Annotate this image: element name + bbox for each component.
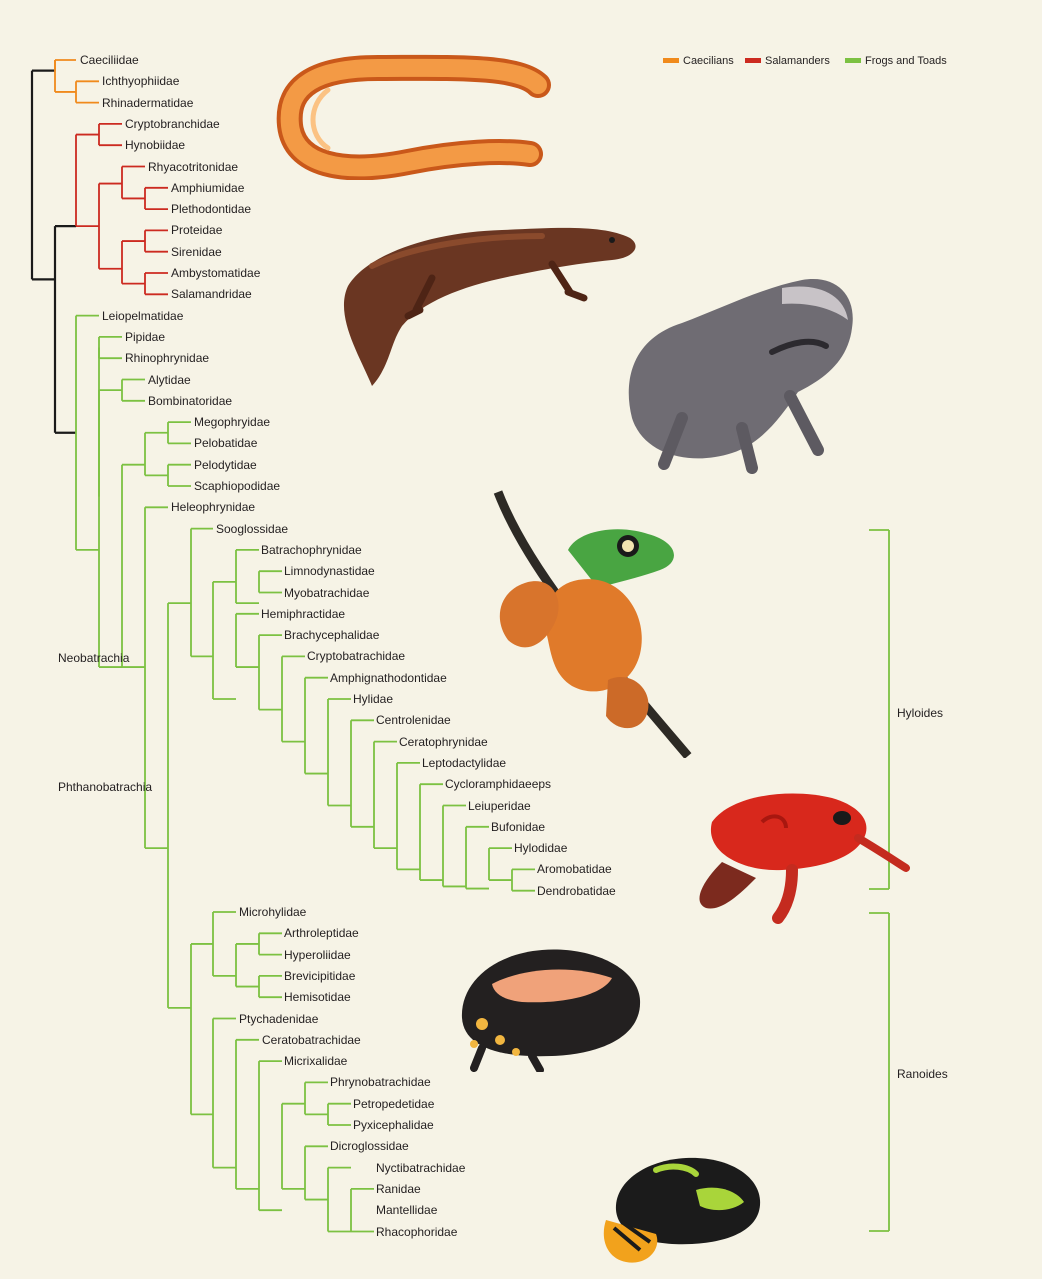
mantella-illustration: [596, 1150, 764, 1270]
taxon-label: Salamandridae: [171, 287, 252, 301]
taxon-label: Caeciliidae: [80, 53, 139, 67]
taxon-label: Rhinophrynidae: [125, 351, 209, 365]
rain-frog-illustration: [452, 944, 646, 1072]
group-label-hyloides: Hyloides: [897, 706, 943, 720]
taxon-label: Myobatrachidae: [284, 586, 369, 600]
taxon-label: Brachycephalidae: [284, 628, 379, 642]
tree-frog-illustration: [468, 490, 700, 758]
taxon-label: Leiuperidae: [468, 799, 531, 813]
taxon-label: Scaphiopodidae: [194, 479, 280, 493]
salamander-illustration: [312, 206, 652, 390]
taxon-label: Hynobiidae: [125, 138, 185, 152]
taxon-label: Rhinadermatidae: [102, 96, 193, 110]
taxon-label: Hemiphractidae: [261, 607, 345, 621]
taxon-label: Amphignathodontidae: [330, 671, 447, 685]
taxon-label: Proteidae: [171, 223, 222, 237]
caecilian-illustration: [268, 50, 558, 180]
taxon-label: Batrachophrynidae: [261, 543, 362, 557]
taxon-label: Petropedetidae: [353, 1097, 434, 1111]
taxon-label: Arthroleptidae: [284, 926, 359, 940]
taxon-label: Cryptobranchidae: [125, 117, 220, 131]
group-label-ranoides: Ranoides: [897, 1067, 948, 1081]
taxon-label: Nyctibatrachidae: [376, 1161, 465, 1175]
taxon-label: Amphiumidae: [171, 181, 244, 195]
taxon-label: Hylodidae: [514, 841, 567, 855]
taxon-label: Hyperoliidae: [284, 948, 351, 962]
taxon-label: Pipidae: [125, 330, 165, 344]
taxon-label: Pelodytidae: [194, 458, 257, 472]
taxon-label: Brevicipitidae: [284, 969, 355, 983]
taxon-label: Leiopelmatidae: [102, 309, 183, 323]
taxon-label: Cycloramphidaeeps: [445, 777, 551, 791]
clade-label-neobatrachia: Neobatrachia: [58, 651, 129, 665]
taxon-label: Limnodynastidae: [284, 564, 375, 578]
taxon-label: Bufonidae: [491, 820, 545, 834]
poison-frog-illustration: [682, 782, 914, 924]
taxon-label: Rhyacotritonidae: [148, 160, 238, 174]
taxon-label: Cryptobatrachidae: [307, 649, 405, 663]
taxon-label: Aromobatidae: [537, 862, 612, 876]
taxon-label: Ranidae: [376, 1182, 421, 1196]
taxon-label: Micrixalidae: [284, 1054, 347, 1068]
taxon-label: Mantellidae: [376, 1203, 437, 1217]
taxon-label: Phrynobatrachidae: [330, 1075, 431, 1089]
taxon-label: Sooglossidae: [216, 522, 288, 536]
taxon-label: Alytidae: [148, 373, 191, 387]
taxon-label: Bombinatoridae: [148, 394, 232, 408]
taxon-label: Centrolenidae: [376, 713, 451, 727]
taxon-label: Pyxicephalidae: [353, 1118, 434, 1132]
clade-label-phthanobatrachia: Phthanobatrachia: [58, 780, 152, 794]
taxon-label: Heleophrynidae: [171, 500, 255, 514]
taxon-label: Ichthyophiidae: [102, 74, 179, 88]
taxon-label: Pelobatidae: [194, 436, 257, 450]
taxon-label: Hylidae: [353, 692, 393, 706]
taxon-label: Hemisotidae: [284, 990, 351, 1004]
taxon-label: Ceratobatrachidae: [262, 1033, 361, 1047]
taxon-label: Megophryidae: [194, 415, 270, 429]
taxon-label: Sirenidae: [171, 245, 222, 259]
taxon-label: Rhacophoridae: [376, 1225, 457, 1239]
taxon-label: Plethodontidae: [171, 202, 251, 216]
toad-illustration: [612, 268, 862, 474]
taxon-label: Dicroglossidae: [330, 1139, 409, 1153]
taxon-label: Ambystomatidae: [171, 266, 260, 280]
taxon-label: Dendrobatidae: [537, 884, 616, 898]
taxon-label: Leptodactylidae: [422, 756, 506, 770]
taxon-label: Microhylidae: [239, 905, 306, 919]
taxon-label: Ptychadenidae: [239, 1012, 318, 1026]
